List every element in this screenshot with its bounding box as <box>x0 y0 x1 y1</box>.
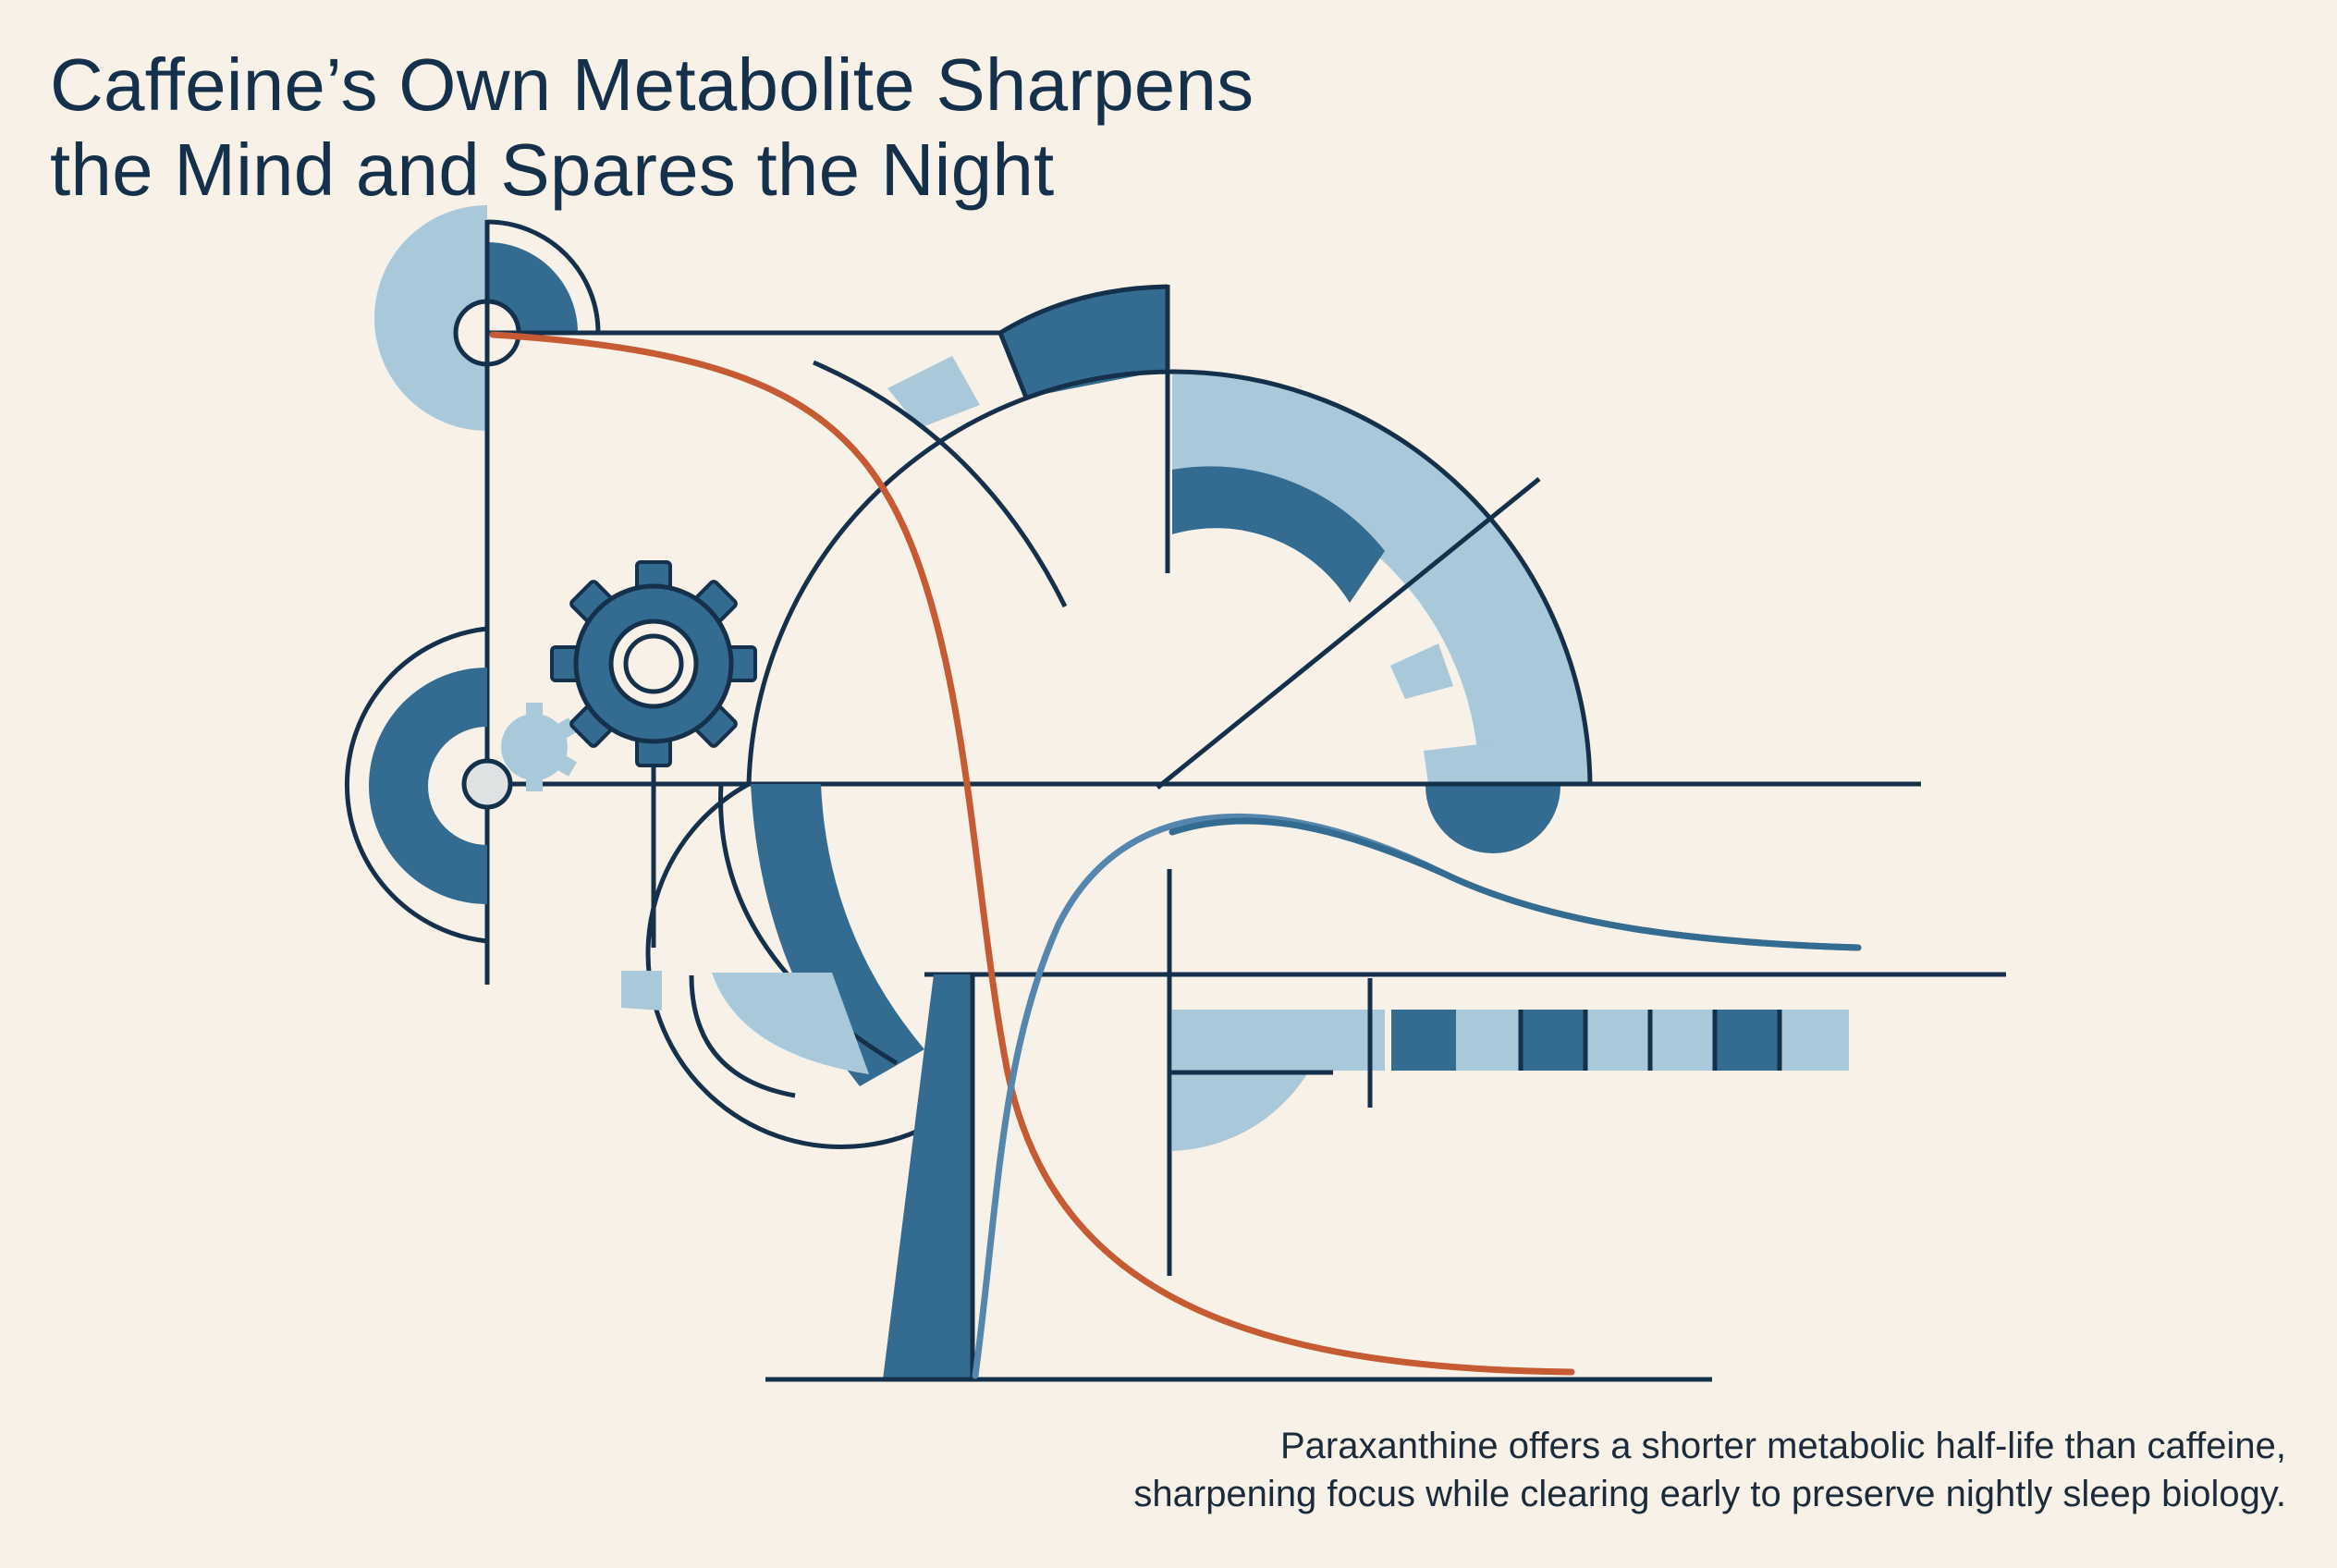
caption-line-1: Paraxanthine offers a shorter metabolic … <box>1279 1426 2286 1466</box>
segmented-bar <box>1391 1010 1849 1071</box>
lower-light-semicircle <box>712 973 869 1074</box>
title-line-1: Caffeine’s Own Metabolite Sharpens <box>50 43 1254 126</box>
left-outer-ring-outline <box>344 626 488 944</box>
page-title: Caffeine’s Own Metabolite Sharpens the M… <box>50 43 1437 213</box>
top-left-outline-arc <box>486 219 601 334</box>
upper-arc-line <box>813 360 1068 608</box>
right-dark-semicircle <box>1425 786 1560 853</box>
lower-dark-crescent <box>751 784 924 1086</box>
right-ring-outline <box>1171 369 1593 785</box>
right-light-tick-2 <box>1424 743 1490 784</box>
left-center-node <box>461 758 513 810</box>
lower-right-light-bar <box>1172 1010 1385 1071</box>
lower-outline-small-arc <box>689 974 796 1098</box>
right-light-tick-1 <box>1390 643 1453 699</box>
top-wedge-outline-top <box>998 284 1168 336</box>
small-gear-icon <box>501 703 578 791</box>
top-wedge-outline-left <box>997 332 1029 398</box>
caption: Paraxanthine offers a shorter metabolic … <box>899 1422 2286 1518</box>
left-dark-ring <box>369 668 487 904</box>
blue-rise-curve <box>972 813 1862 1379</box>
right-dark-band <box>1172 466 1385 603</box>
top-left-light-half-disc <box>374 205 487 431</box>
top-dark-wedge <box>1000 287 1168 398</box>
gear-icon <box>550 560 757 767</box>
blue-rise-curve-dark-overlay <box>1168 817 1862 951</box>
right-light-quarter-ring <box>1172 372 1590 784</box>
title-line-2: the Mind and Spares the Night <box>50 129 1055 211</box>
small-light-tab <box>621 971 662 1011</box>
top-light-wedge <box>887 356 980 428</box>
orange-decay-curve <box>489 331 1575 1376</box>
central-diagonal-line <box>1156 477 1541 790</box>
central-circle-outline <box>645 369 1173 1149</box>
caption-line-2: sharpening focus while clearing early to… <box>1133 1474 2286 1514</box>
tall-dark-trapezoid <box>883 974 973 1379</box>
